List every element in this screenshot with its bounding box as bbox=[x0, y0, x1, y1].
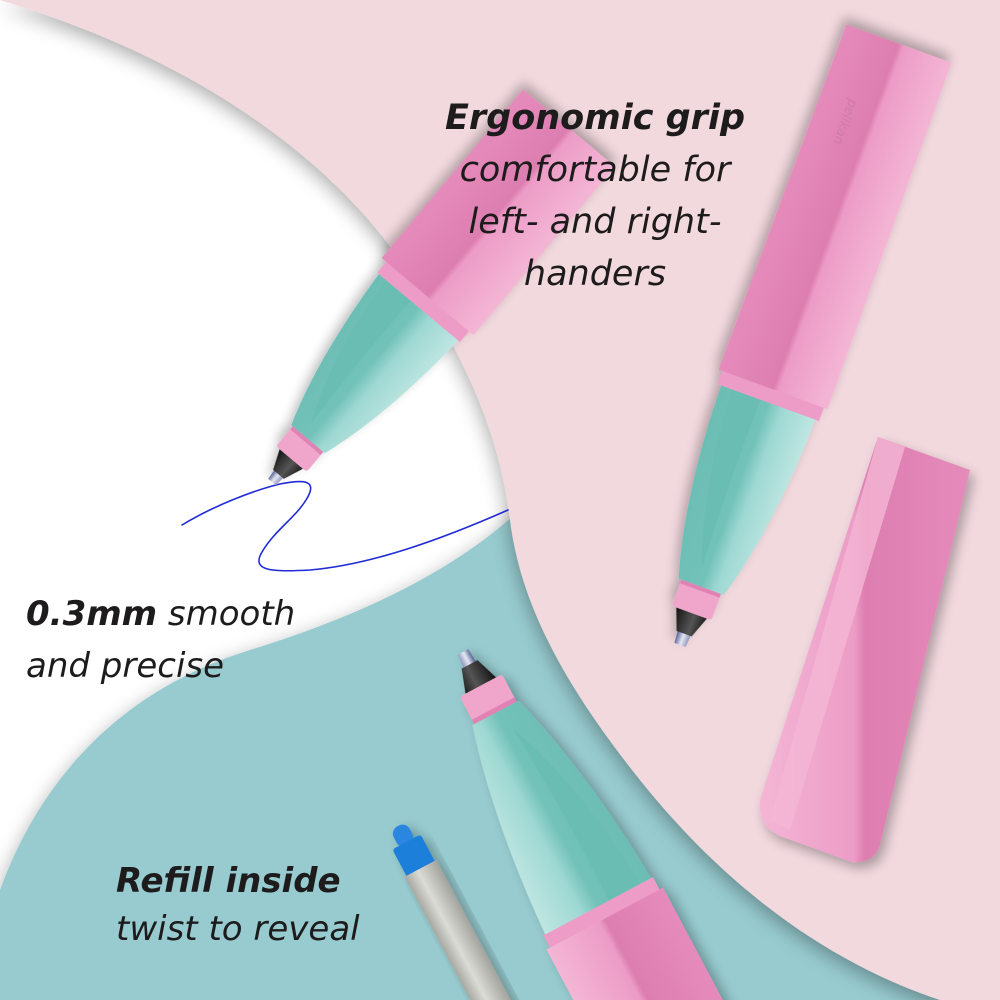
feature-headline: Ergonomic grip bbox=[445, 98, 745, 138]
feature-caption-tip-size: 0.3mm smooth and precise bbox=[26, 588, 346, 692]
feature-caption-refill: Refill inside twist to reveal bbox=[116, 857, 436, 953]
feature-line: comfortable for bbox=[459, 150, 731, 190]
feature-caption-ergonomic-grip: Ergonomic grip comfortable for left- and… bbox=[430, 92, 760, 300]
feature-headline: 0.3mm bbox=[26, 594, 158, 634]
refill-cartridge bbox=[392, 824, 540, 1000]
feature-headline-suffix: smooth bbox=[157, 594, 296, 634]
pen-cap bbox=[759, 437, 970, 863]
pen-bottom bbox=[457, 649, 767, 1000]
feature-headline: Refill inside bbox=[116, 861, 341, 901]
feature-line: handers bbox=[523, 254, 667, 294]
feature-line: twist to reveal bbox=[116, 909, 360, 949]
ink-squiggle bbox=[181, 480, 509, 572]
feature-line: left- and right- bbox=[468, 202, 722, 242]
feature-headline-row: 0.3mm smooth bbox=[26, 588, 346, 640]
pen-top-right: pelikan bbox=[672, 24, 952, 648]
pen-top-left bbox=[268, 89, 615, 486]
feature-line: and precise bbox=[26, 646, 225, 686]
